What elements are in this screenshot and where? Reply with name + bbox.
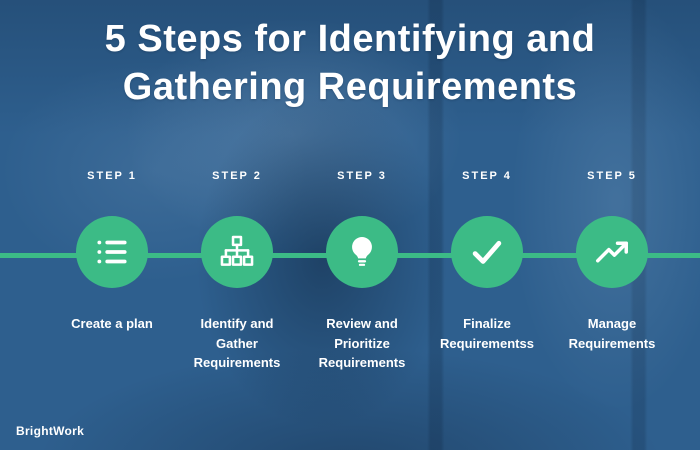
step-4-circle bbox=[451, 216, 523, 288]
step-1-title: Create a plan bbox=[71, 316, 153, 331]
lightbulb-icon bbox=[352, 236, 372, 266]
step-2: STEP 2 Identify and Gather Requirements bbox=[177, 170, 297, 373]
brightwork-logo: BrightWork bbox=[16, 424, 85, 438]
check-icon bbox=[472, 240, 502, 264]
step-5: STEP 5 Manage Requirements bbox=[552, 170, 672, 373]
title-line-2: Gathering Requirements bbox=[122, 65, 578, 108]
title-line-1: 5 Steps for Identifying and bbox=[104, 18, 596, 60]
step-4-title: Finalize Requirementss bbox=[440, 316, 534, 351]
sitemap-icon bbox=[220, 235, 254, 266]
step-2-title: Identify and Gather Requirements bbox=[193, 316, 281, 370]
page-title: 5 Steps for Identifying and Gathering Re… bbox=[0, 16, 700, 112]
step-3-label: STEP 3 bbox=[337, 170, 387, 182]
steps-row: STEP 1 Create a plan STEP 2 bbox=[52, 170, 672, 373]
step-5-title: Manage Requirements bbox=[568, 316, 656, 351]
step-1-label: STEP 1 bbox=[87, 170, 137, 182]
step-2-label: STEP 2 bbox=[212, 170, 262, 182]
step-1-circle bbox=[76, 216, 148, 288]
step-2-circle bbox=[201, 216, 273, 288]
trend-up-icon bbox=[596, 241, 628, 263]
step-3-title: Review and Prioritize Requirements bbox=[318, 316, 406, 370]
step-3: STEP 3 Review and Prioritize Requirement… bbox=[302, 170, 422, 373]
step-5-circle bbox=[576, 216, 648, 288]
step-1: STEP 1 Create a plan bbox=[52, 170, 172, 373]
step-3-circle bbox=[326, 216, 398, 288]
step-4: STEP 4 Finalize Requirementss bbox=[427, 170, 547, 373]
step-5-label: STEP 5 bbox=[587, 170, 637, 182]
list-icon bbox=[97, 240, 127, 264]
step-4-label: STEP 4 bbox=[462, 170, 512, 182]
